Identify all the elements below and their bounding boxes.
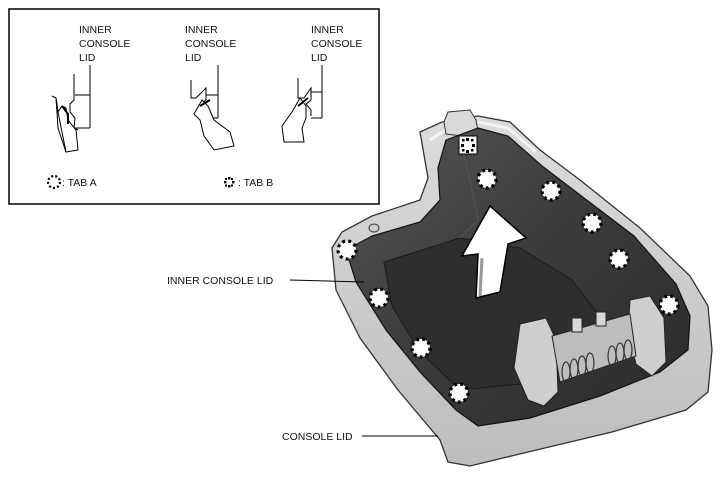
inset-label-3-line-1: INNER [311,24,344,36]
console-lid-illustration [331,109,713,467]
callout-console-lid-label: CONSOLE LID [282,431,353,443]
tab-b-marker [458,135,478,155]
inset-label-3: INNER CONSOLE LID [311,24,362,64]
inset-section-1 [51,65,91,153]
callout-console-lid: CONSOLE LID [282,431,438,443]
tab-a-markers [336,168,680,404]
inset-label-1-line-3: LID [79,52,96,64]
tab-a-marker [658,294,680,316]
tab-a-marker [368,287,390,309]
inset-label-3-line-3: LID [311,52,328,64]
inset-section-2 [190,65,235,151]
legend-tab-b: : TAB B [224,177,273,189]
tab-a-marker [581,212,603,234]
tab-a-symbol [46,174,62,190]
inset-label-1: INNER CONSOLE LID [79,24,130,64]
inset-panel: INNER CONSOLE LID INNER CONSOLE LID INNE… [8,8,380,205]
hinge-mechanism [513,295,667,407]
tab-a-marker [410,337,432,359]
inset-label-3-line-2: CONSOLE [311,38,362,50]
legend-tab-a: : TAB A [46,174,97,190]
removal-direction-arrow [460,204,528,299]
tab-a-marker [608,248,630,270]
inset-label-2: INNER CONSOLE LID [185,24,236,64]
inset-label-1-line-1: INNER [79,24,112,36]
tab-a-marker [476,168,498,190]
tab-a-marker [540,180,562,202]
tab-a-marker [448,382,470,404]
tab-a-marker [336,239,358,261]
inset-label-2-line-2: CONSOLE [185,38,236,50]
inset-label-1-line-2: CONSOLE [79,38,130,50]
inset-label-2-line-3: LID [185,52,202,64]
inset-section-3 [281,65,323,143]
callout-inner-console-lid: INNER CONSOLE LID [167,275,365,287]
tab-b-symbol [224,177,235,188]
inset-label-2-line-1: INNER [185,24,218,36]
tab-a-label: : TAB A [62,177,97,189]
callout-inner-console-lid-label: INNER CONSOLE LID [167,275,274,287]
tab-b-label: : TAB B [238,177,273,189]
